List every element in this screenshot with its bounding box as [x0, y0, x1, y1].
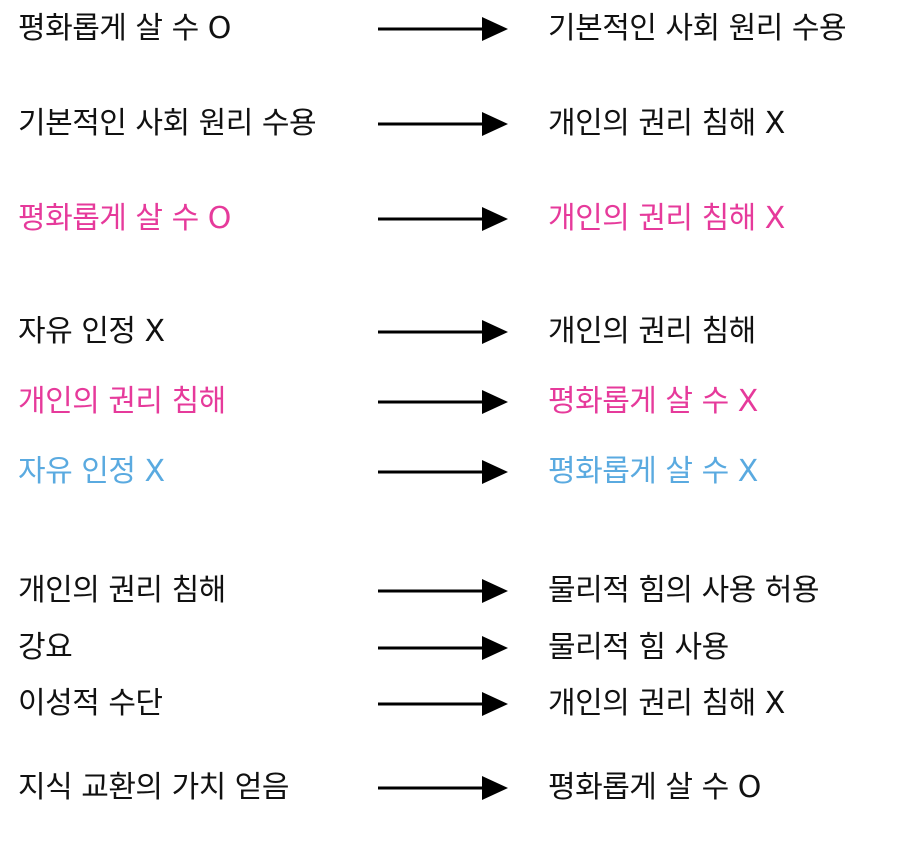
right-arrow-icon: [378, 460, 508, 484]
rule-5: 개인의 권리 침해 평화롭게 살 수 X: [0, 378, 903, 426]
right-arrow-icon: [378, 112, 508, 136]
right-arrow-icon: [378, 207, 508, 231]
conclusion-text: 평화롭게 살 수 X: [548, 384, 758, 419]
right-arrow-icon: [378, 17, 508, 41]
rule-10: 지식 교환의 가치 얻음 평화롭게 살 수 O: [0, 764, 903, 812]
premise-text: 지식 교환의 가치 얻음: [18, 770, 290, 805]
right-arrow-icon: [378, 390, 508, 414]
conclusion-text: 개인의 권리 침해: [548, 314, 756, 349]
rule-9: 이성적 수단 개인의 권리 침해 X: [0, 680, 903, 728]
premise-text: 개인의 권리 침해: [18, 573, 226, 608]
rule-4: 자유 인정 X 개인의 권리 침해: [0, 308, 903, 356]
premise-text: 기본적인 사회 원리 수용: [18, 106, 317, 141]
conclusion-text: 개인의 권리 침해 X: [548, 106, 785, 141]
premise-text: 자유 인정 X: [18, 314, 165, 349]
conclusion-text: 평화롭게 살 수 X: [548, 454, 758, 489]
right-arrow-icon: [378, 320, 508, 344]
right-arrow-icon: [378, 692, 508, 716]
right-arrow-icon: [378, 776, 508, 800]
rule-2: 기본적인 사회 원리 수용 개인의 권리 침해 X: [0, 100, 903, 148]
conclusion-text: 평화롭게 살 수 O: [548, 770, 761, 805]
rule-7: 개인의 권리 침해 물리적 힘의 사용 허용: [0, 567, 903, 615]
conclusion-text: 물리적 힘의 사용 허용: [548, 573, 820, 608]
premise-text: 이성적 수단: [18, 686, 163, 721]
rule-8: 강요 물리적 힘 사용: [0, 624, 903, 672]
right-arrow-icon: [378, 579, 508, 603]
rule-6: 자유 인정 X 평화롭게 살 수 X: [0, 448, 903, 496]
premise-text: 평화롭게 살 수 O: [18, 201, 231, 236]
premise-text: 강요: [18, 630, 73, 665]
conclusion-text: 개인의 권리 침해 X: [548, 201, 785, 236]
conclusion-text: 개인의 권리 침해 X: [548, 686, 785, 721]
rule-1: 평화롭게 살 수 O 기본적인 사회 원리 수용: [0, 5, 903, 53]
right-arrow-icon: [378, 636, 508, 660]
premise-text: 자유 인정 X: [18, 454, 165, 489]
conclusion-text: 기본적인 사회 원리 수용: [548, 11, 847, 46]
conclusion-text: 물리적 힘 사용: [548, 630, 729, 665]
premise-text: 평화롭게 살 수 O: [18, 11, 231, 46]
rule-3: 평화롭게 살 수 O 개인의 권리 침해 X: [0, 195, 903, 243]
premise-text: 개인의 권리 침해: [18, 384, 226, 419]
